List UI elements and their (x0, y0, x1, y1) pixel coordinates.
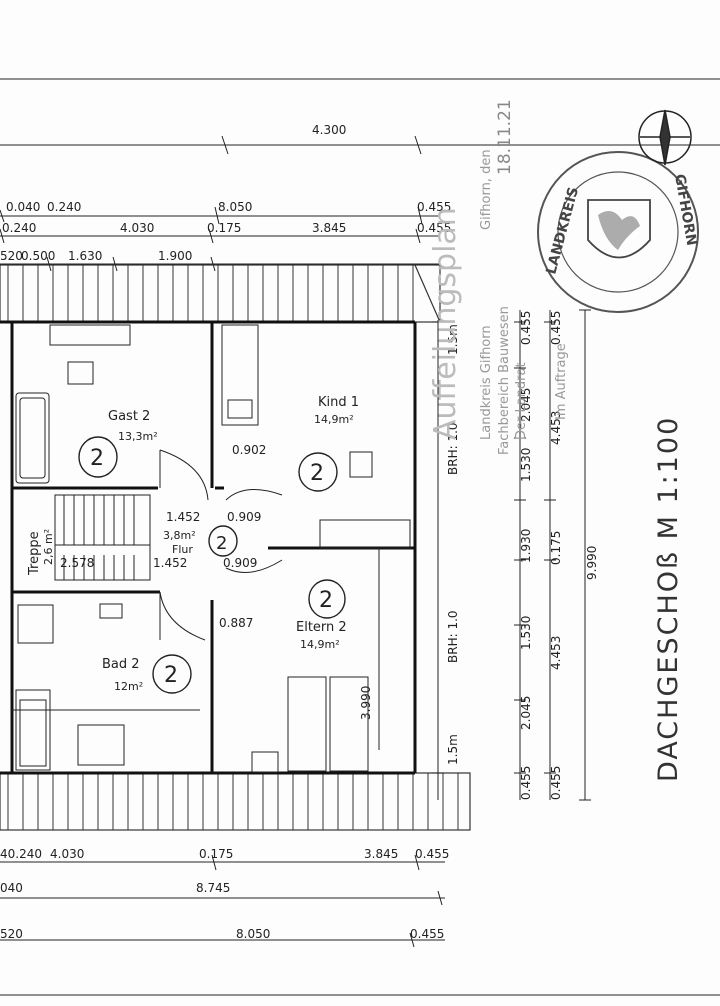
mark-bad2: 2 (164, 663, 178, 688)
staircase (54, 494, 151, 581)
drawing-title: DACHGESCHOß M 1:100 (653, 416, 684, 782)
dim-4300: 4.300 (312, 123, 346, 137)
roof-hatch-bottom (7, 773, 459, 830)
room-kind1-area: 14,9m² (314, 413, 354, 426)
dim-1900: 1.900 (158, 249, 192, 263)
mark-gast2: 2 (90, 446, 104, 471)
height-label-2: 1.5m (446, 734, 460, 765)
seal-top-text: LANDKREIS (543, 185, 582, 276)
fixtures (12, 324, 411, 773)
dim-520: 520 (0, 249, 23, 263)
rdim-total-9990: 9.990 (585, 546, 599, 580)
bdim-0175: 0.175 (199, 847, 233, 861)
sdim-4453b: 4.453 (549, 636, 563, 670)
bdim-0455b: 0.455 (410, 927, 444, 941)
stamp-title: Auffeilungsplan (428, 207, 463, 440)
sdim-0175: 0.175 (549, 531, 563, 565)
room-eltern2-area: 14,9m² (300, 638, 340, 651)
sdim-4453a: 4.453 (549, 411, 563, 445)
dim-0040: 0.040 (6, 200, 40, 214)
stamp-line4: Im Auftrage (554, 343, 569, 420)
dim-3990: 3.990 (359, 686, 373, 720)
right-dimension-lines (432, 309, 591, 801)
stamp-line1: Landkreis Gifhorn (479, 325, 494, 440)
height-label-1: 1.5m (446, 324, 460, 355)
room-eltern2-name: Eltern 2 (296, 620, 347, 635)
room-gast2-name: Gast 2 (108, 409, 150, 424)
rdim-0455a: 0.455 (519, 311, 533, 345)
bottom-dimension-lines (0, 854, 720, 996)
mark-eltern2: 2 (319, 588, 333, 613)
coat-of-arms-icon (587, 199, 651, 259)
dim-0240b: 0.240 (2, 221, 36, 235)
official-seal: LANDKREIS GIFHORN (537, 151, 699, 313)
bdim-0455a: 0.455 (415, 847, 449, 861)
dim-0455b: 0.455 (417, 221, 451, 235)
room-treppe-name: Treppe (27, 531, 42, 576)
stamp-line3: Der Landrat (514, 362, 529, 440)
dim-0909a: 0.909 (227, 510, 261, 524)
dim-4030: 4.030 (120, 221, 154, 235)
room-bad2-area: 12m² (114, 680, 143, 693)
dim-8050: 8.050 (218, 200, 252, 214)
rdim-1930: 1.930 (519, 529, 533, 563)
room-flur-name: Flur (172, 543, 193, 556)
mark-kind1: 2 (310, 461, 324, 486)
dim-3845: 3.845 (312, 221, 346, 235)
rdim-0455b: 0.455 (519, 766, 533, 800)
rdim-1530b: 1.530 (519, 616, 533, 650)
dim-1452b: 1.452 (153, 556, 187, 570)
room-bad2-name: Bad 2 (102, 657, 140, 672)
brh-label-2: BRH: 1.0 (446, 610, 460, 663)
sdim-0455a: 0.455 (549, 311, 563, 345)
bdim-0240: 40.240 (0, 847, 42, 861)
rdim-2045b: 2.045 (519, 696, 533, 730)
room-flur-area: 3,8m² (163, 529, 196, 542)
circle-marks (78, 436, 346, 694)
stamp-date: 18.11.21 (495, 99, 515, 175)
bdim-8050: 8.050 (236, 927, 270, 941)
room-gast2-area: 13,3m² (118, 430, 158, 443)
sdim-0455b: 0.455 (549, 766, 563, 800)
room-kind1-name: Kind 1 (318, 395, 359, 410)
dim-1452a: 1.452 (166, 510, 200, 524)
dim-0909b: 0.909 (223, 556, 257, 570)
dim-0902: 0.902 (232, 443, 266, 457)
dim-0240a: 0.240 (47, 200, 81, 214)
mark-flur: 2 (216, 533, 227, 554)
stamp-line2: Fachbereich Bauwesen (497, 306, 512, 455)
dim-0887: 0.887 (219, 616, 253, 630)
dim-0175: 0.175 (207, 221, 241, 235)
roof-hatch-top (7, 265, 414, 322)
bdim-8745: 8.745 (196, 881, 230, 895)
north-arrow-icon (638, 109, 692, 166)
door-swings (159, 449, 283, 641)
bdim-040: 040 (0, 881, 23, 895)
brh-label-1: BRH: 1.0 (446, 422, 460, 475)
dim-2578: 2.578 (60, 556, 94, 570)
approval-stamp: Auffeilungsplan Landkreis Gifhorn Fachbe… (428, 99, 569, 455)
dim-0455a: 0.455 (417, 200, 451, 214)
rdim-2045a: 2.045 (519, 388, 533, 422)
bdim-520: 520 (0, 927, 23, 941)
bdim-4030: 4.030 (50, 847, 84, 861)
stamp-place: Gifhorn, den (479, 149, 494, 230)
dim-1630: 1.630 (68, 249, 102, 263)
rdim-1530a: 1.530 (519, 448, 533, 482)
top-dimension-lines (0, 78, 720, 272)
dim-0500: 0.500 (21, 249, 55, 263)
room-treppe-area: 2,6 m² (42, 529, 55, 565)
bdim-3845: 3.845 (364, 847, 398, 861)
